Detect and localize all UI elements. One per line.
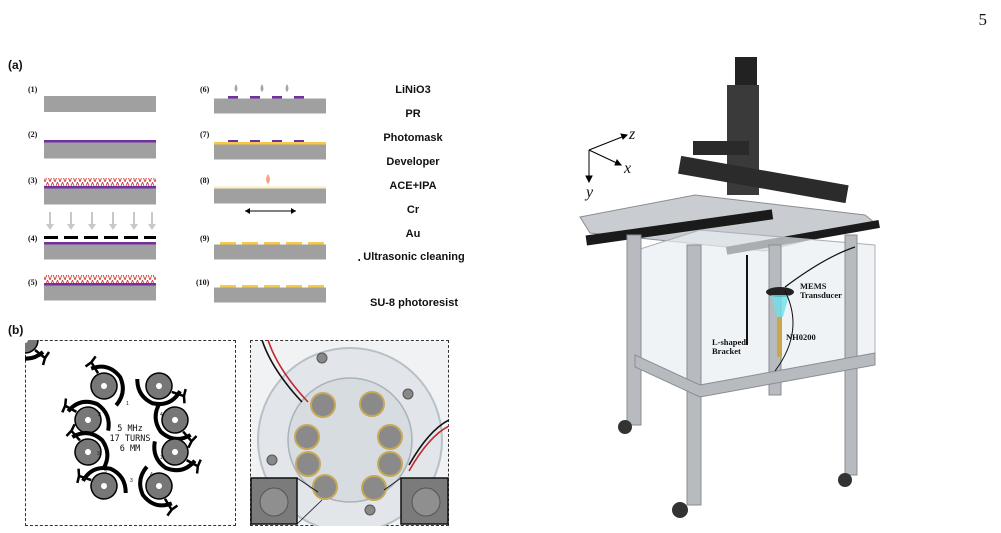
fabrication-process-diagram	[0, 0, 360, 320]
axis-z-label: z	[629, 126, 635, 144]
nh0200-label: NH0200	[786, 332, 816, 342]
coil-diameter: 6 MM	[80, 444, 180, 454]
l-shaped-bracket-label: L-shaped Bracket	[712, 338, 756, 356]
coil-number: 1	[126, 401, 129, 407]
coil-element	[25, 340, 49, 365]
coil-frequency: 5 MHz	[80, 424, 180, 434]
legend-label-cr: Cr	[358, 204, 468, 216]
coil-number: 2	[104, 470, 107, 476]
legend-label-su8: SU-8 photoresist	[362, 297, 466, 309]
coil-turns: 17 TURNS	[80, 434, 180, 444]
step-7-wafer	[214, 140, 326, 160]
coordinate-axes	[586, 134, 627, 182]
step-3-wafer	[44, 178, 156, 205]
step-number: (6)	[200, 85, 209, 94]
step-number: (8)	[200, 176, 209, 185]
axis-y-label: y	[586, 184, 593, 202]
coil-number: 2	[98, 412, 101, 418]
step-4-wafer	[44, 212, 156, 260]
panel-b-label: (b)	[8, 323, 23, 337]
legend-label-linio3: LiNiO3	[358, 84, 468, 96]
page-number: 5	[979, 10, 988, 30]
axis-x-label: x	[624, 160, 631, 178]
legend-label-ultrasonic: Ultrasonic cleaning	[362, 251, 466, 263]
step-8-wafer	[214, 174, 326, 214]
step-10-wafer	[214, 285, 326, 303]
step-number: (3)	[28, 176, 37, 185]
legend-label-au: Au	[358, 228, 468, 240]
coil-number: 3	[130, 478, 133, 484]
step-number: (10)	[196, 278, 209, 287]
legend-label-developer: Developer	[358, 156, 468, 168]
step-number: (5)	[28, 278, 37, 287]
mems-transducer-label: MEMS Transducer	[800, 282, 860, 300]
legend-label-photomask: Photomask	[358, 132, 468, 144]
coil-spec-text: 5 MHz 17 TURNS 6 MM	[80, 424, 180, 454]
step-number: (4)	[28, 234, 37, 243]
coil-number: 3	[97, 451, 100, 457]
step-5-wafer	[44, 275, 156, 301]
step-9-wafer	[214, 242, 326, 260]
step-number: (7)	[200, 130, 209, 139]
step-number: (9)	[200, 234, 209, 243]
step-number: (1)	[28, 85, 37, 94]
legend-label-ace-ipa: ACE+IPA	[358, 180, 468, 192]
step-6-wafer	[214, 84, 326, 114]
step-number: (2)	[28, 130, 37, 139]
legend-label-pr: PR	[358, 108, 468, 120]
step-1-wafer	[44, 96, 156, 112]
coil-number: 4	[150, 472, 153, 478]
coil-number: 1	[160, 455, 163, 461]
device-photo	[250, 340, 449, 526]
coil-number: 4	[160, 412, 163, 418]
step-2-wafer	[44, 140, 156, 159]
